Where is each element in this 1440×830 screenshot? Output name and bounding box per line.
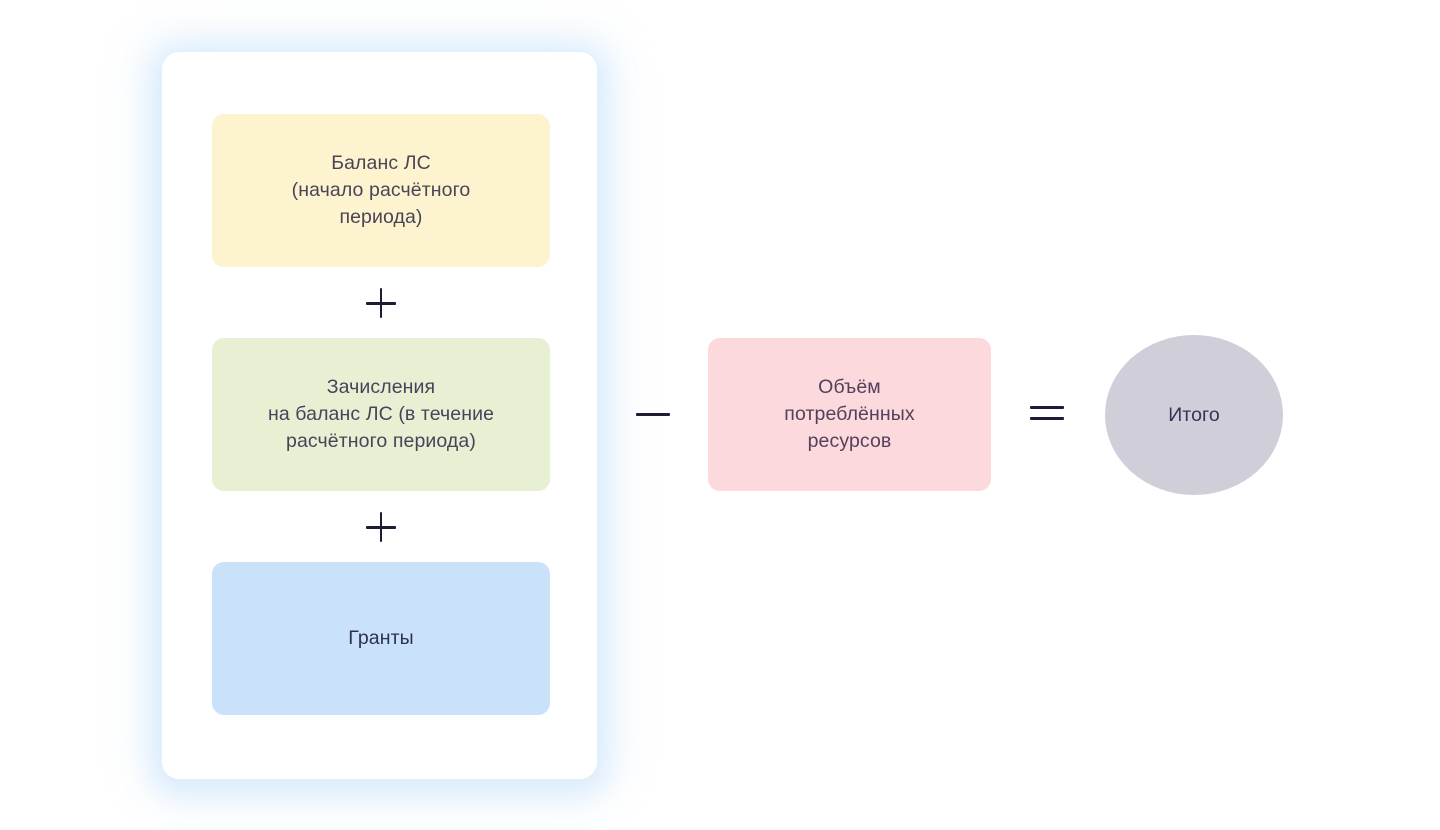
node-credits-to-balance: Зачисления на баланс ЛС (в течение расчё…	[212, 338, 550, 491]
plus-bar-vertical	[379, 288, 383, 318]
plus-operator-1-icon	[364, 286, 398, 320]
equals-bar-bottom	[1030, 417, 1064, 420]
node-balance-start-of-period: Баланс ЛС (начало расчётного периода)	[212, 114, 550, 267]
plus-operator-2-icon	[364, 510, 398, 544]
minus-bar	[636, 412, 670, 416]
minus-operator-icon	[636, 406, 670, 422]
equals-bar-top	[1030, 406, 1064, 409]
node-total-result: Итого	[1105, 335, 1283, 495]
node-consumed-resources: Объём потреблённых ресурсов	[708, 338, 991, 491]
equals-operator-icon	[1030, 402, 1064, 424]
node-grants: Гранты	[212, 562, 550, 715]
plus-bar-vertical	[379, 512, 383, 542]
